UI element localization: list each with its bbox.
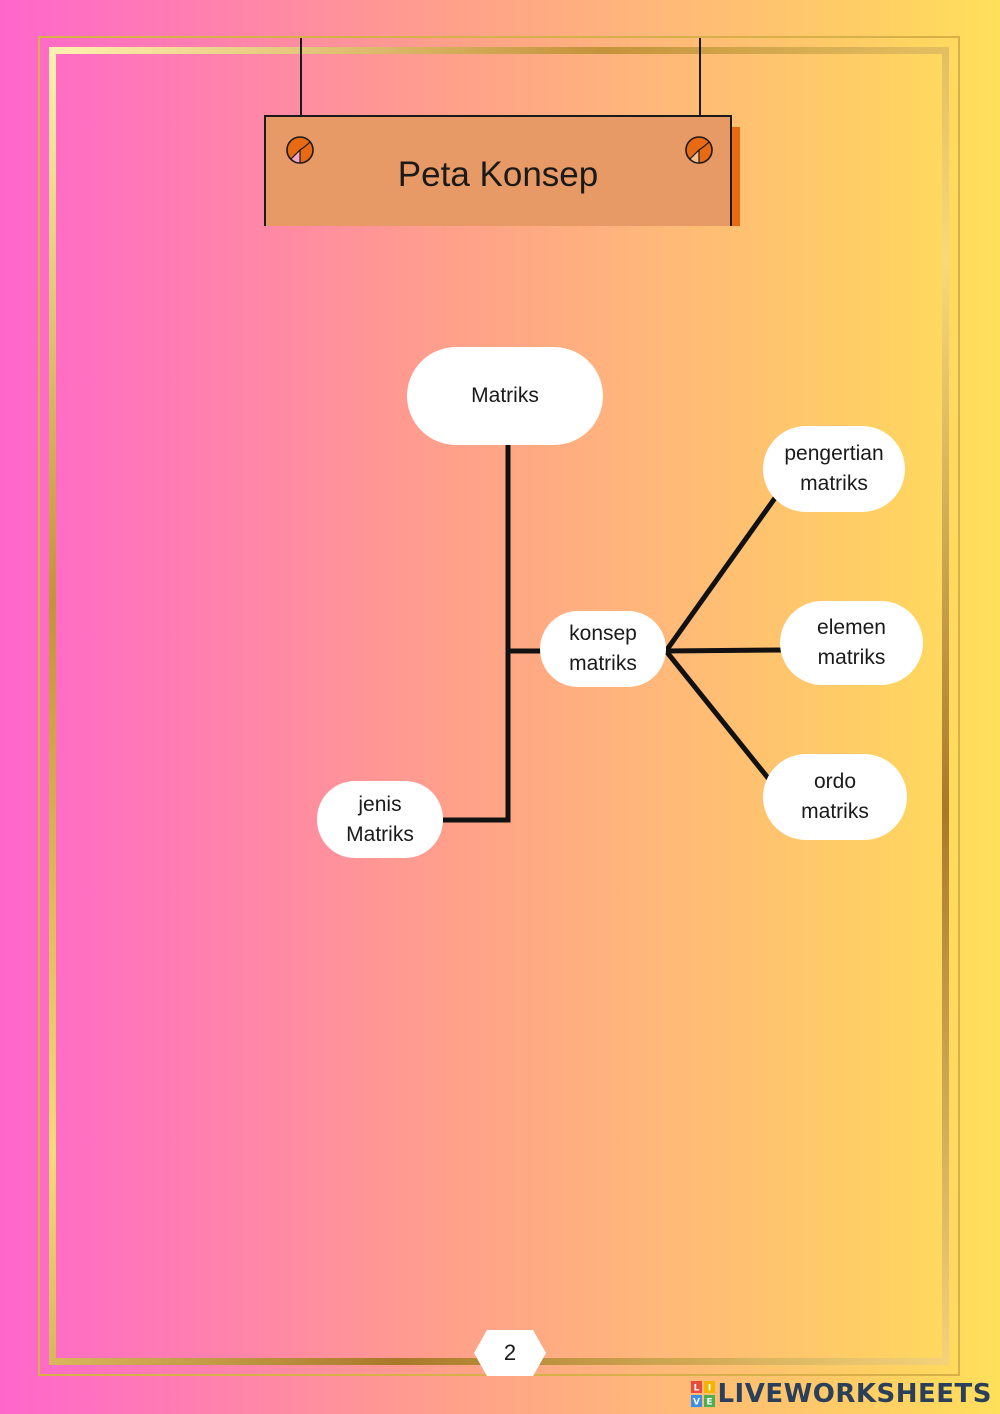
logo-letter-v: V	[693, 1398, 700, 1408]
node-pengertian-matriks: pengertian matriks	[763, 426, 905, 512]
logo-letter-e: E	[707, 1398, 713, 1408]
liveworksheets-watermark[interactable]: L I V E LIVEWORKSHEETS	[691, 1379, 992, 1409]
left-hanging-string	[300, 38, 302, 140]
left-pin-icon	[286, 136, 314, 164]
liveworksheets-logo-icon: L I V E	[691, 1381, 716, 1408]
title-sign: Peta Konsep	[264, 115, 732, 226]
right-hanging-string	[699, 38, 701, 140]
connector-konsep-elemen	[663, 647, 784, 654]
node-konsep-matriks: konsep matriks	[540, 611, 666, 687]
page-number-badge: 2	[474, 1330, 546, 1376]
node-elemen-matriks: elemen matriks	[780, 601, 923, 685]
connector-konsep-ordo	[662, 647, 772, 782]
logo-letter-i: I	[708, 1384, 711, 1394]
sign-side-accent	[730, 127, 740, 226]
liveworksheets-brand-name: LIVEWORKSHEETS	[717, 1379, 992, 1409]
node-matriks: Matriks	[407, 347, 603, 445]
node-jenis-matriks: jenis Matriks	[317, 781, 443, 858]
right-pin-icon	[685, 136, 713, 164]
connector-konsep-pengertian	[662, 494, 779, 655]
page-title: Peta Konsep	[397, 155, 599, 194]
inner-frame-border	[49, 47, 949, 1365]
node-ordo-matriks: ordo matriks	[763, 754, 907, 840]
logo-letter-l: L	[694, 1384, 700, 1394]
